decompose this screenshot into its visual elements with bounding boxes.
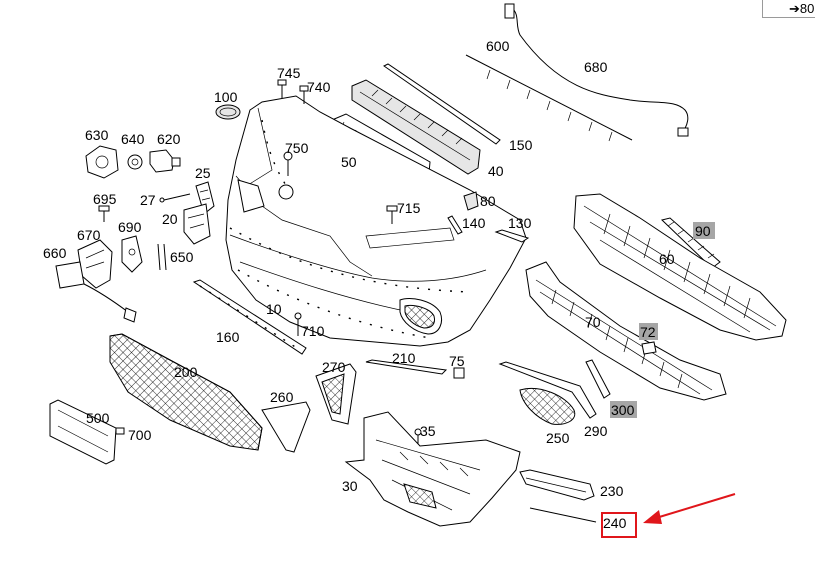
part-250-side-grille[interactable] xyxy=(519,387,576,425)
callout-250[interactable]: 250 xyxy=(546,430,570,446)
part-150-upper-trim[interactable] xyxy=(383,63,501,145)
callout-150[interactable]: 150 xyxy=(509,137,533,153)
part-650-rod[interactable] xyxy=(157,243,167,271)
callout-260[interactable]: 260 xyxy=(270,389,294,405)
callout-27[interactable]: 27 xyxy=(140,192,156,208)
part-100-emblem[interactable] xyxy=(215,104,241,120)
part-30-lower-carrier[interactable] xyxy=(344,411,521,527)
callout-700[interactable]: 700 xyxy=(128,427,152,443)
callout-270[interactable]: 270 xyxy=(322,359,346,375)
part-70-reinforcement[interactable] xyxy=(525,261,727,401)
part-680-wiring-harness[interactable] xyxy=(504,3,689,137)
callout-710[interactable]: 710 xyxy=(301,323,325,339)
selected-part-box xyxy=(601,512,637,538)
part-230-trim[interactable] xyxy=(519,469,595,501)
callout-70[interactable]: 70 xyxy=(585,314,601,330)
part-620-parking-sensor[interactable] xyxy=(149,149,181,173)
callout-600[interactable]: 600 xyxy=(486,38,510,54)
pointer-arrow xyxy=(643,493,736,524)
callout-230[interactable]: 230 xyxy=(600,483,624,499)
callout-695[interactable]: 695 xyxy=(93,191,117,207)
callout-40[interactable]: 40 xyxy=(488,163,504,179)
part-695-screw[interactable] xyxy=(98,205,110,222)
part-27-rod[interactable] xyxy=(159,193,191,203)
callout-740[interactable]: 740 xyxy=(307,79,331,95)
part-640-sensor-ring[interactable] xyxy=(127,154,143,170)
callout-715[interactable]: 715 xyxy=(397,200,421,216)
part-710-screw[interactable] xyxy=(294,312,302,336)
part-240-strip[interactable] xyxy=(529,507,597,523)
part-10-bumper-cover[interactable] xyxy=(225,95,527,347)
part-160-lower-strip[interactable] xyxy=(192,279,307,355)
part-260-flap[interactable] xyxy=(261,401,311,453)
callout-90[interactable]: 90 xyxy=(695,223,711,239)
part-210-chrome-strip[interactable] xyxy=(365,359,448,375)
callout-130[interactable]: 130 xyxy=(508,215,532,231)
callout-50[interactable]: 50 xyxy=(341,154,357,170)
callout-240[interactable]: 240 xyxy=(603,515,627,531)
callout-630[interactable]: 630 xyxy=(85,127,109,143)
callout-35[interactable]: 35 xyxy=(420,423,436,439)
part-600-washer-line[interactable] xyxy=(465,54,633,142)
callout-750[interactable]: 750 xyxy=(285,140,309,156)
part-200-lower-grille[interactable] xyxy=(109,333,263,451)
part-25-bracket[interactable] xyxy=(195,181,215,215)
callout-660[interactable]: 660 xyxy=(43,245,67,261)
part-80-clip[interactable] xyxy=(463,191,479,211)
part-130-light-strip[interactable] xyxy=(494,229,530,243)
callout-690[interactable]: 690 xyxy=(118,219,142,235)
part-60-energy-absorber[interactable] xyxy=(573,193,787,341)
part-140-light[interactable] xyxy=(447,215,463,235)
part-715-bolt[interactable] xyxy=(386,205,398,224)
part-75-clip[interactable] xyxy=(453,367,465,379)
callout-160[interactable]: 160 xyxy=(216,329,240,345)
part-630-sensor-holder[interactable] xyxy=(85,145,119,179)
callout-620[interactable]: 620 xyxy=(157,131,181,147)
callout-140[interactable]: 140 xyxy=(462,215,486,231)
highlight-90 xyxy=(693,222,715,239)
part-690-bracket[interactable] xyxy=(121,235,143,273)
callout-650[interactable]: 650 xyxy=(170,249,194,265)
callout-290[interactable]: 290 xyxy=(584,423,608,439)
part-500-plate-bracket[interactable] xyxy=(49,399,117,465)
nav-back-button[interactable]: ➔80 xyxy=(762,0,815,18)
part-740-screw[interactable] xyxy=(299,85,309,104)
callout-200[interactable]: 200 xyxy=(174,364,198,380)
part-750-bolt[interactable] xyxy=(283,151,293,176)
part-290-trim-strip[interactable] xyxy=(498,361,597,419)
callout-60[interactable]: 60 xyxy=(659,251,675,267)
callout-100[interactable]: 100 xyxy=(214,89,238,105)
callout-20[interactable]: 20 xyxy=(162,211,178,227)
highlight-300 xyxy=(610,401,637,418)
callout-10[interactable]: 10 xyxy=(266,301,282,317)
callout-745[interactable]: 745 xyxy=(277,65,301,81)
part-90-bracket[interactable] xyxy=(661,217,721,269)
callout-75[interactable]: 75 xyxy=(449,353,465,369)
part-300-trim[interactable] xyxy=(585,359,611,399)
callout-300[interactable]: 300 xyxy=(611,402,635,418)
callout-30[interactable]: 30 xyxy=(342,478,358,494)
part-72-clip[interactable] xyxy=(641,341,657,355)
callout-640[interactable]: 640 xyxy=(121,131,145,147)
part-700-clip[interactable] xyxy=(115,427,125,435)
highlight-72 xyxy=(639,323,658,340)
part-20-bracket[interactable] xyxy=(183,203,211,245)
nav-back-label: ➔80 xyxy=(789,1,815,16)
callout-680[interactable]: 680 xyxy=(584,59,608,75)
callout-25[interactable]: 25 xyxy=(195,165,211,181)
callout-72[interactable]: 72 xyxy=(640,324,656,340)
callout-670[interactable]: 670 xyxy=(77,227,101,243)
part-660-radar-module[interactable] xyxy=(55,261,137,323)
callout-500[interactable]: 500 xyxy=(86,410,110,426)
callout-210[interactable]: 210 xyxy=(392,350,416,366)
part-745-clip[interactable] xyxy=(277,79,287,98)
part-40-upper-frame[interactable] xyxy=(351,79,481,175)
part-270-corner-trim[interactable] xyxy=(315,363,357,425)
callout-80[interactable]: 80 xyxy=(480,193,496,209)
